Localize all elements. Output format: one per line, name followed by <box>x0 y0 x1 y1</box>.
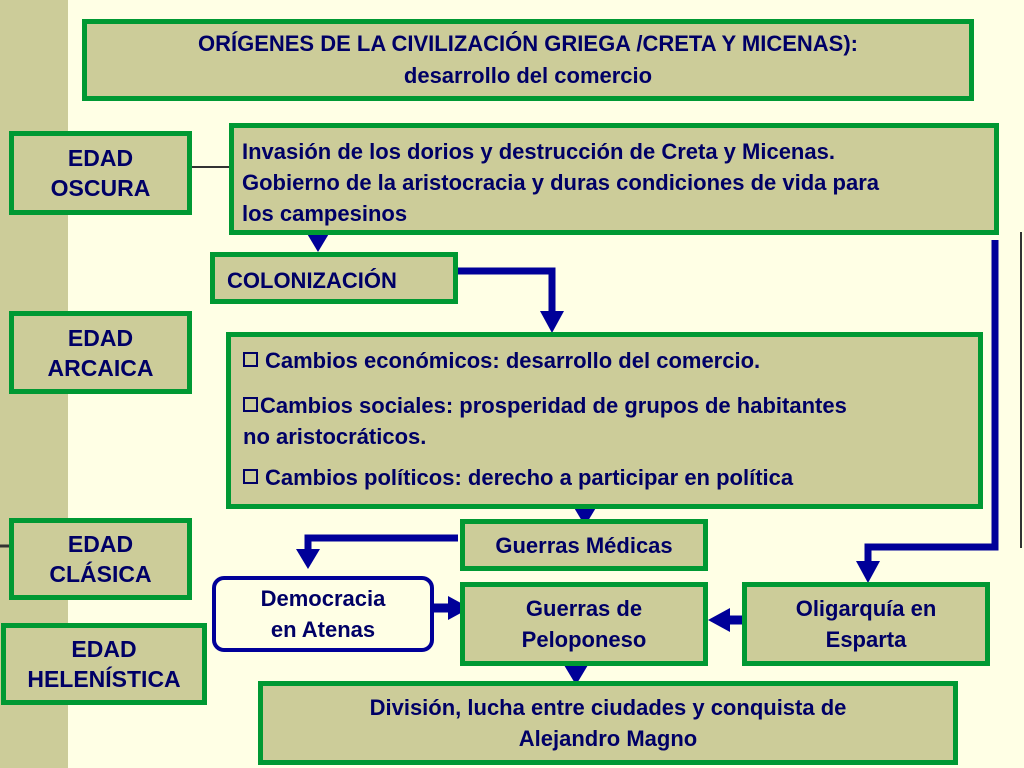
cambios-politicos-text: Cambios políticos: derecho a participar … <box>265 465 794 490</box>
arrow-colonizacion-to-cambios-line <box>456 267 556 312</box>
era-box-arcaica: EDAD ARCAICA <box>9 311 192 394</box>
peloponeso-box: Guerras de Peloponeso <box>460 582 708 666</box>
era-helenistica-line-2: HELENÍSTICA <box>27 666 181 692</box>
title-line-2: desarrollo del comercio <box>403 63 653 88</box>
era-arcaica-line-2: ARCAICA <box>47 354 154 381</box>
invasion-line-3: los campesinos <box>242 201 408 226</box>
democracia-box: Democracia en Atenas <box>212 576 434 652</box>
cambios-sociales-text-2: no aristocráticos. <box>243 424 427 449</box>
era-arcaica-line-1: EDAD <box>67 324 134 351</box>
invasion-line-2: Gobierno de la aristocracia y duras cond… <box>242 170 880 195</box>
checkbox-bullet-icon <box>243 397 258 412</box>
peloponeso-line-1: Guerras de <box>525 596 643 621</box>
era-box-oscura: EDAD OSCURA <box>9 131 192 215</box>
cambios-box: Cambios económicos: desarrollo del comer… <box>226 332 983 509</box>
era-clasica-line-2: CLÁSICA <box>49 561 152 587</box>
invasion-box: Invasión de los dorios y destrucción de … <box>229 123 999 235</box>
arrow-invasion-to-colonizacion <box>306 232 330 252</box>
era-box-helenistica: EDAD HELENÍSTICA <box>1 623 207 705</box>
oligarquia-box: Oligarquía en Esparta <box>742 582 990 666</box>
arrow-medicas-to-democracia-head <box>296 549 320 569</box>
cambios-sociales-text-1: Cambios sociales: prosperidad de grupos … <box>260 393 847 418</box>
cambios-sociales-row-2: no aristocráticos. <box>243 421 978 452</box>
title-box: ORÍGENES DE LA CIVILIZACIÓN GRIEGA /CRET… <box>82 19 974 101</box>
cambios-sociales-row: Cambios sociales: prosperidad de grupos … <box>243 390 978 421</box>
division-line-1: División, lucha entre ciudades y conquis… <box>369 695 847 720</box>
cambios-economicos-row: Cambios económicos: desarrollo del comer… <box>243 345 978 376</box>
colonizacion-box: COLONIZACIÓN <box>210 252 458 304</box>
oligarquia-line-2: Esparta <box>825 627 907 652</box>
arrow-colonizacion-to-cambios-head <box>540 311 564 333</box>
peloponeso-line-2: Peloponeso <box>521 627 647 652</box>
democracia-line-1: Democracia <box>260 586 386 611</box>
division-line-2: Alejandro Magno <box>518 726 698 751</box>
guerras-medicas-label: Guerras Médicas <box>495 532 673 558</box>
cambios-politicos-row: Cambios políticos: derecho a participar … <box>243 462 978 493</box>
arrow-right-to-oligarquia-head <box>856 561 880 583</box>
division-box: División, lucha entre ciudades y conquis… <box>258 681 958 765</box>
era-oscura-line-1: EDAD <box>67 145 134 171</box>
checkbox-bullet-icon <box>243 352 258 367</box>
era-box-clasica: EDAD CLÁSICA <box>9 518 192 600</box>
colonizacion-label: COLONIZACIÓN <box>227 268 397 293</box>
invasion-line-1: Invasión de los dorios y destrucción de … <box>242 139 835 164</box>
era-helenistica-line-1: EDAD <box>71 636 137 662</box>
guerras-medicas-box: Guerras Médicas <box>460 519 708 571</box>
oligarquia-line-1: Oligarquía en <box>795 596 937 621</box>
cambios-economicos-text: Cambios económicos: desarrollo del comer… <box>265 348 761 373</box>
title-line-1: ORÍGENES DE LA CIVILIZACIÓN GRIEGA /CRET… <box>197 31 859 56</box>
checkbox-bullet-icon <box>243 469 258 484</box>
arrow-medicas-to-democracia-line <box>304 534 458 550</box>
arrow-oligarquia-to-peloponeso-head <box>708 608 730 632</box>
era-oscura-line-2: OSCURA <box>50 175 151 201</box>
era-clasica-line-1: EDAD <box>67 531 134 557</box>
democracia-line-2: en Atenas <box>270 617 376 642</box>
